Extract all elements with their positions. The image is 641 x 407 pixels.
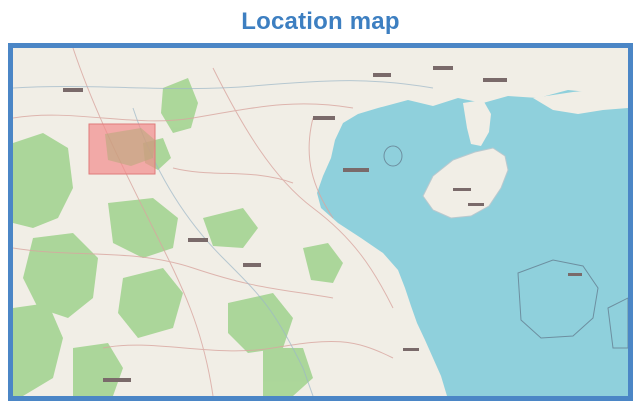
island-zone-outline xyxy=(517,259,599,339)
map-canvas xyxy=(13,48,628,396)
place-labels xyxy=(63,66,582,382)
forest-patches xyxy=(13,78,343,396)
coast-land xyxy=(533,88,628,114)
small-island-outline xyxy=(383,145,403,167)
sea-area xyxy=(317,88,628,396)
island-zone-outline-2 xyxy=(607,297,628,349)
hainan-island xyxy=(422,147,509,219)
highlight-terrain xyxy=(105,128,155,166)
leizhou-peninsula xyxy=(463,100,491,146)
roads xyxy=(13,48,394,396)
location-map[interactable] xyxy=(8,43,633,401)
page-title: Location map xyxy=(241,8,400,35)
